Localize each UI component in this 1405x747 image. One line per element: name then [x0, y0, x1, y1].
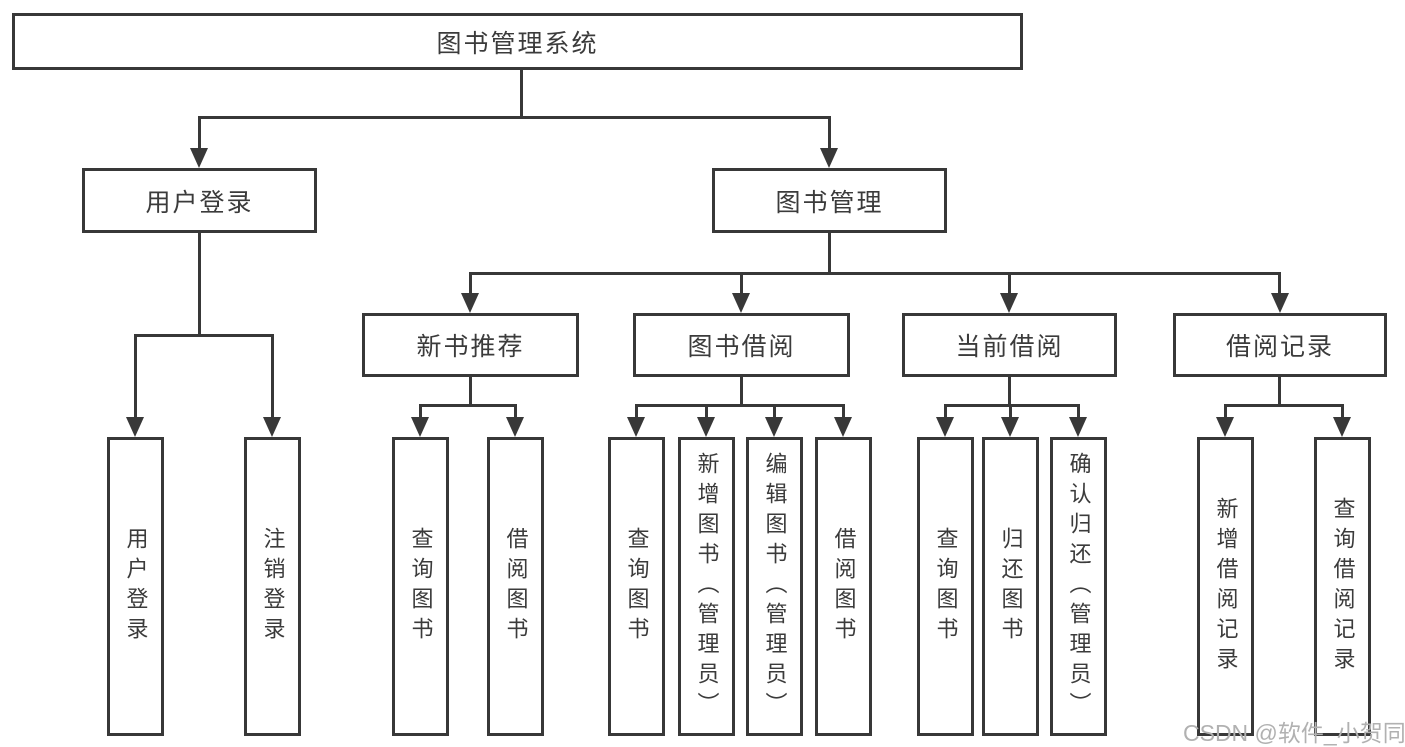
node-borrow-records: 借阅记录	[1173, 313, 1387, 377]
node-label: 用户登录	[145, 188, 254, 217]
leaf-label: 确认归还（管理员）	[1066, 451, 1092, 722]
leaf-label: 查询图书	[408, 526, 434, 647]
connector-bm-stem	[828, 233, 831, 274]
connector-g2-hline	[635, 404, 845, 407]
leaf-confirm-return-admin: 确认归还（管理员）	[1050, 437, 1107, 736]
arrowhead-g3-leaf2	[1001, 417, 1019, 437]
leaf-add-books-admin: 新增图书（管理员）	[678, 437, 735, 736]
connector-g3-hline	[944, 404, 1080, 407]
node-root: 图书管理系统	[12, 13, 1023, 70]
connector-l3-drop3	[1008, 272, 1011, 297]
leaf-label: 新增图书（管理员）	[694, 451, 720, 722]
leaf-edit-books-admin: 编辑图书（管理员）	[746, 437, 803, 736]
node-current-borrowing: 当前借阅	[902, 313, 1117, 377]
connector-g4-drop2	[1341, 404, 1344, 420]
arrowhead-new-book-recommend	[461, 293, 479, 313]
connector-l2-hline	[198, 116, 831, 119]
connector-l3-drop4	[1278, 272, 1281, 297]
arrowhead-book-management	[820, 148, 838, 168]
arrowhead-g1-leaf1	[411, 417, 429, 437]
csdn-watermark: CSDN @软件_小贺同学	[1183, 720, 1405, 746]
leaf-query-books-borrowing: 查询图书	[608, 437, 665, 736]
leaf-label: 借阅图书	[503, 526, 529, 647]
leaf-label: 查询借阅记录	[1330, 496, 1356, 677]
leaf-query-books-recommend: 查询图书	[392, 437, 449, 736]
arrowhead-current-borrowing	[1000, 293, 1018, 313]
connector-g3-drop2	[1009, 404, 1012, 420]
leaf-label: 注销登录	[260, 526, 286, 647]
connector-g1-drop1	[419, 404, 422, 420]
leaf-query-borrow-record: 查询借阅记录	[1314, 437, 1371, 736]
node-label: 借阅记录	[1225, 333, 1334, 361]
arrowhead-g1-leaf2	[506, 417, 524, 437]
leaf-label: 归还图书	[998, 526, 1024, 647]
arrowhead-g2-leaf4	[834, 417, 852, 437]
arrowhead-g2-leaf2	[697, 417, 715, 437]
arrowhead-leaf-user-login	[126, 417, 144, 437]
leaf-label: 用户登录	[123, 526, 149, 647]
leaf-return-books: 归还图书	[982, 437, 1039, 736]
arrowhead-g2-leaf1	[627, 417, 645, 437]
node-label: 图书借阅	[687, 333, 796, 361]
node-label: 新书推荐	[416, 333, 525, 361]
connector-g2-drop4	[842, 404, 845, 420]
connector-l3-drop2	[740, 272, 743, 297]
connector-g3-stem	[1008, 377, 1011, 406]
connector-userlogin-drop2	[271, 334, 274, 419]
leaf-user-login: 用户登录	[107, 437, 164, 736]
arrowhead-g3-leaf1	[936, 417, 954, 437]
connector-l2-stem-left	[198, 116, 201, 152]
connector-userlogin-drop1	[134, 334, 137, 419]
leaf-add-borrow-record: 新增借阅记录	[1197, 437, 1254, 736]
arrowhead-g3-leaf3	[1069, 417, 1087, 437]
connector-g4-hline	[1224, 404, 1344, 407]
connector-l3-hline	[469, 272, 1281, 275]
arrowhead-borrow-records	[1271, 293, 1289, 313]
connector-userlogin-stem	[198, 233, 201, 336]
connector-g2-stem	[740, 377, 743, 406]
connector-userlogin-hline	[134, 334, 274, 337]
leaf-label: 新增借阅记录	[1213, 496, 1239, 677]
arrowhead-leaf-logout	[263, 417, 281, 437]
connector-g4-stem	[1278, 377, 1281, 406]
leaf-label: 查询图书	[933, 526, 959, 647]
arrowhead-g4-leaf2	[1333, 417, 1351, 437]
connector-g2-drop1	[635, 404, 638, 420]
node-user-login: 用户登录	[82, 168, 317, 233]
node-new-book-recommend: 新书推荐	[362, 313, 579, 377]
arrowhead-book-borrowing	[732, 293, 750, 313]
arrowhead-g2-leaf3	[765, 417, 783, 437]
node-label: 图书管理	[775, 188, 884, 217]
arrowhead-user-login	[190, 148, 208, 168]
connector-g2-drop2	[705, 404, 708, 420]
connector-l2-stem-right	[828, 116, 831, 152]
connector-root-stem	[520, 70, 523, 118]
connector-g1-stem	[469, 377, 472, 406]
connector-g1-drop2	[514, 404, 517, 420]
connector-g3-drop1	[944, 404, 947, 420]
leaf-logout: 注销登录	[244, 437, 301, 736]
leaf-label: 借阅图书	[831, 526, 857, 647]
connector-g4-drop1	[1224, 404, 1227, 420]
leaf-label: 查询图书	[624, 526, 650, 647]
leaf-label: 编辑图书（管理员）	[762, 451, 788, 722]
leaf-borrow-books-recommend: 借阅图书	[487, 437, 544, 736]
connector-g2-drop3	[773, 404, 776, 420]
node-book-borrowing: 图书借阅	[633, 313, 850, 377]
arrowhead-g4-leaf1	[1216, 417, 1234, 437]
connector-l3-drop1	[469, 272, 472, 297]
connector-g3-drop3	[1077, 404, 1080, 420]
node-label: 当前借阅	[955, 333, 1064, 361]
node-root-label: 图书管理系统	[436, 29, 599, 58]
leaf-query-books-current: 查询图书	[917, 437, 974, 736]
connector-g1-hline	[419, 404, 517, 407]
node-book-management: 图书管理	[712, 168, 947, 233]
leaf-borrow-books-borrowing: 借阅图书	[815, 437, 872, 736]
